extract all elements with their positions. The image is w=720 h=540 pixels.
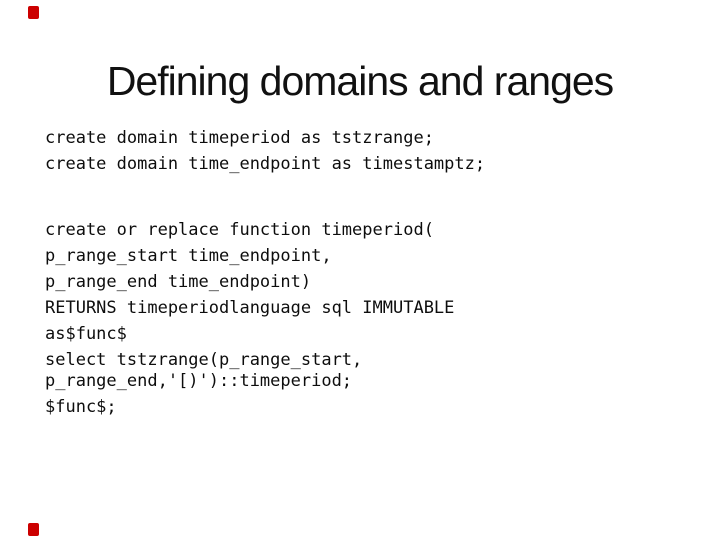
code-line: as$func$	[45, 324, 127, 344]
red-bullet-icon-bottom	[28, 523, 39, 536]
code-line: create domain time_endpoint as timestamp…	[45, 154, 486, 174]
code-line: p_range_end,'[)')::timeperiod;	[45, 371, 353, 391]
slide-title: Defining domains and ranges	[106, 58, 614, 105]
code-wrapped-statement: select tstzrange(p_range_start, p_range_…	[45, 350, 485, 392]
code-line: p_range_start time_endpoint,	[45, 246, 332, 266]
code-line: p_range_end time_endpoint)	[45, 272, 312, 292]
code-line: create or replace function timeperiod(	[45, 220, 434, 240]
code-line: select tstzrange(p_range_start,	[45, 350, 363, 370]
code-block-gap	[45, 180, 485, 220]
code-line: create domain timeperiod as tstzrange;	[45, 128, 434, 148]
red-bullet-icon-top	[28, 6, 39, 19]
code-line: RETURNS timeperiodlanguage sql IMMUTABLE	[45, 298, 455, 318]
code-line: $func$;	[45, 397, 117, 417]
code-block: create domain timeperiod as tstzrange; c…	[45, 128, 485, 423]
